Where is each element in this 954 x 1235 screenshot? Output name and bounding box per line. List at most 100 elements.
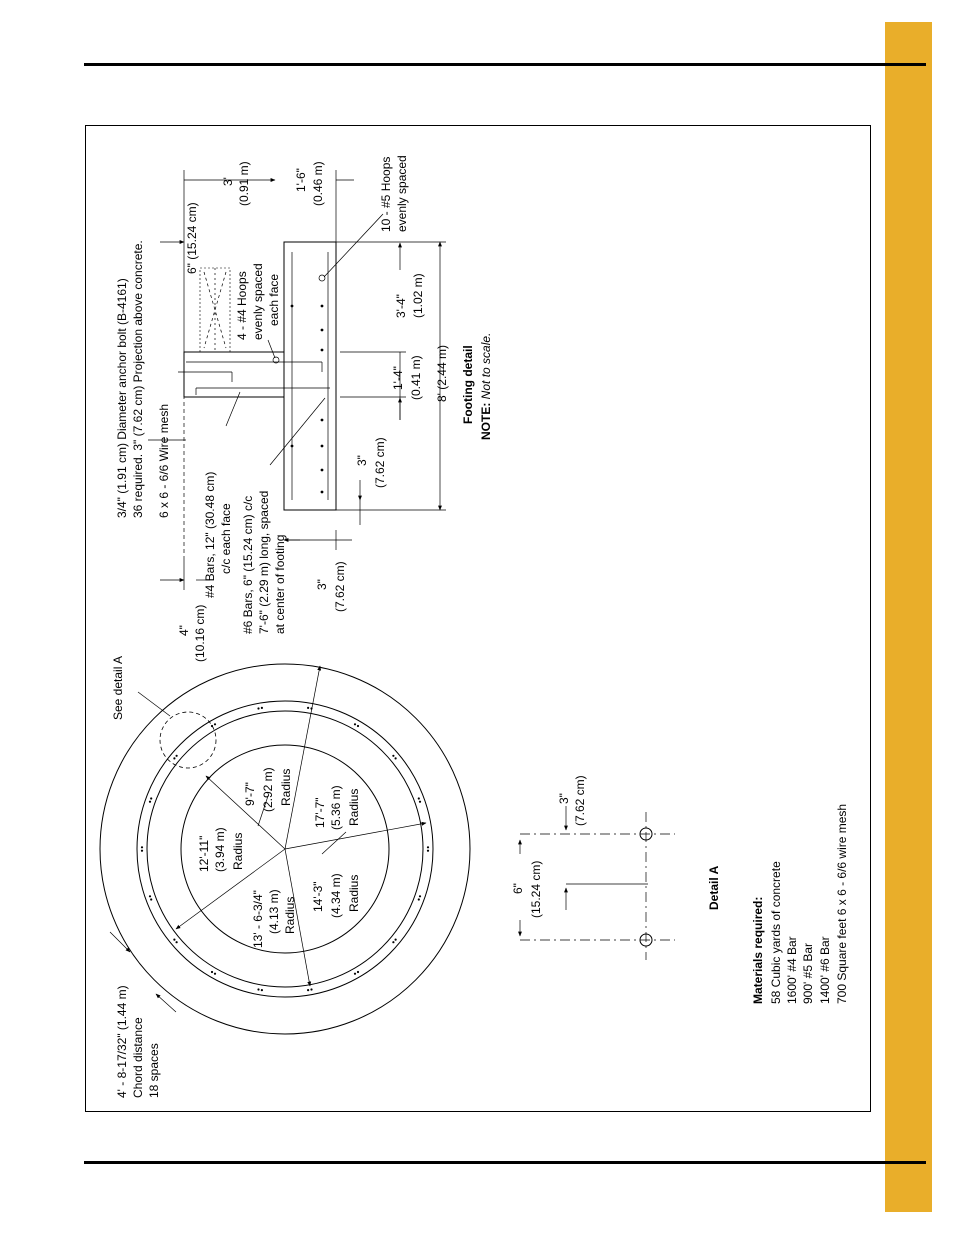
anchor-bolt-dot <box>148 800 152 803</box>
footer-rule <box>84 1161 926 1164</box>
anchor-bolt-dot <box>213 723 217 726</box>
anchor-bolt-label-2: 36 required. 3" (7.62 cm) Projection abo… <box>131 240 145 518</box>
material-item: 900' #5 Bar <box>801 943 815 1004</box>
anchor-bolt-dot <box>310 988 313 991</box>
anchor-bolt-dot <box>175 941 178 944</box>
wire-mesh-hatch <box>199 267 231 353</box>
detail-a-title: Detail A <box>707 865 721 910</box>
radius3-word: Radius <box>347 789 361 826</box>
radius4-label: 14'-3" <box>311 881 325 912</box>
hoops4-label-2: evenly spaced <box>251 263 265 340</box>
dim-3in-bottom-label: 3" <box>315 579 329 590</box>
footing-note-label: NOTE: <box>479 403 493 440</box>
bars6-label-2: 7'-6" (2.29 m) long, spaced <box>257 491 271 634</box>
anchor-bolt-dot <box>260 706 263 710</box>
plan-view <box>99 663 471 1035</box>
anchor-bolt-dot <box>175 754 178 757</box>
anchor-bolt-dot <box>392 941 395 944</box>
detail-3in-metric: (7.62 cm) <box>573 775 587 826</box>
bars6-label-3: at center of footing <box>273 535 287 634</box>
dim-3ft-label: 3' <box>221 177 235 186</box>
material-item: 1600' #4 Bar <box>785 936 799 1004</box>
plan-labels: See detail A 12'-11" (3.94 m) Radius 9'-… <box>111 656 361 1098</box>
anchor-bolt-dot <box>257 988 260 991</box>
drawing-frame <box>85 125 871 1112</box>
dim-3in-inner-label: 3" <box>355 455 369 466</box>
anchor-bolt-dot <box>257 707 260 710</box>
page-tab <box>885 22 932 1212</box>
ring-outer <box>136 700 434 998</box>
hoops5-label-1: 10 - #5 Hoops <box>379 157 393 232</box>
anchor-bolt-dot <box>392 754 395 757</box>
wire-mesh-label: 6 x 6 - 6/6 Wire mesh <box>157 404 171 518</box>
footing-section <box>148 170 446 590</box>
footing-title: Footing detail <box>461 345 475 424</box>
hoops5-label-2: evenly spaced <box>395 155 409 232</box>
hoops4-label-3: each face <box>267 274 281 326</box>
radius2-label: 9'-7" <box>243 782 257 806</box>
dim-1ft6-metric: (0.46 m) <box>311 161 325 206</box>
anchor-bolt-dot <box>210 724 214 728</box>
detail-a-callout <box>159 711 217 769</box>
anchor-bolt-dot <box>426 846 430 849</box>
detail-bolt-bottom-icon <box>639 933 653 947</box>
bars4-label-1: #4 Bars, 12" (30.48 cm) <box>203 472 217 598</box>
chord-label-2: Chord distance <box>131 1017 145 1098</box>
bars6-label-1: #6 Bars, 6" (15.24 cm) c/c <box>241 496 255 634</box>
anchor-bolt-dot <box>307 989 310 992</box>
dim-3in-bottom-metric: (7.62 cm) <box>333 561 347 612</box>
radius2-metric: (2.92 m) <box>261 767 275 812</box>
dim-4in-metric: (10.16 cm) <box>193 605 207 662</box>
radius2-word: Radius <box>279 769 293 806</box>
anchor-bolt-dot <box>150 797 153 800</box>
radius3-label: 17'-7" <box>313 797 327 828</box>
radius4-metric: (4.34 m) <box>329 873 343 918</box>
anchor-bolt-dot <box>418 895 422 898</box>
anchor-bolt-dot <box>260 989 263 992</box>
anchor-bolt-dot <box>394 757 397 760</box>
material-item: 700 Square feet 6 x 6 - 6/6 wire mesh <box>835 804 849 1004</box>
detail-a <box>518 806 675 960</box>
anchor-bolt-dot <box>213 972 217 975</box>
anchor-bolt-dot <box>210 970 214 974</box>
dim-8ft-label: 8' (2.44 m) <box>435 345 449 402</box>
detail-a-labels: 3" (7.62 cm) 6" (15.24 cm) Detail A <box>511 775 721 918</box>
outer-circle <box>99 663 471 1035</box>
radius1-word: Radius <box>231 833 245 870</box>
anchor-bolt-dot <box>148 895 152 898</box>
footing-hoop-dots <box>290 274 326 494</box>
radius5-word: Radius <box>283 897 297 934</box>
radius5-metric: (4.13 m) <box>267 889 281 934</box>
anchor-bolt-dot <box>353 723 357 726</box>
stem-wall <box>183 351 285 398</box>
anchor-bolt-dot <box>356 970 360 974</box>
dim-6in-label: 6" (15.24 cm) <box>185 202 199 274</box>
dim-1ft4-metric: (0.41 m) <box>409 355 423 400</box>
anchor-bolt-dot <box>150 898 153 901</box>
stem-hoop-icon <box>272 356 280 364</box>
anchor-bolt-dot <box>173 757 176 760</box>
dim-3ft4-label: 3'-4" <box>394 294 408 318</box>
detail-6in-metric: (15.24 cm) <box>529 861 543 918</box>
header-rule <box>84 63 926 66</box>
bars4-label-2: c/c each face <box>219 503 233 574</box>
radius1-label: 12'-11" <box>197 836 211 872</box>
detail-6in-label: 6" <box>511 883 525 894</box>
chord-label-1: 4' - 8-17/32" (1.44 m) <box>115 985 129 1098</box>
chord-label-3: 18 spaces <box>147 1043 161 1098</box>
anchor-bolt-dot <box>140 846 144 849</box>
anchor-bolt-dot <box>417 797 420 800</box>
footing-labels: 3/4" (1.91 cm) Diameter anchor bolt (B-4… <box>115 155 493 662</box>
radius1-metric: (3.94 m) <box>213 827 227 872</box>
ring-inner <box>146 710 424 988</box>
dim-1ft6-label: 1'-6" <box>294 168 308 192</box>
anchor-bolt-dot <box>353 972 357 975</box>
footing-note: NOTE: Not to scale. <box>479 333 493 440</box>
anchor-bolt-dot <box>394 938 397 941</box>
anchor-bolt-label-1: 3/4" (1.91 cm) Diameter anchor bolt (B-4… <box>115 278 129 518</box>
materials-list: Materials required: 58 Cubic yards of co… <box>751 804 849 1004</box>
anchor-bolt-dot <box>426 849 430 852</box>
anchor-bolt-dot <box>140 849 144 852</box>
footing-note-text: Not to scale. <box>479 333 493 400</box>
